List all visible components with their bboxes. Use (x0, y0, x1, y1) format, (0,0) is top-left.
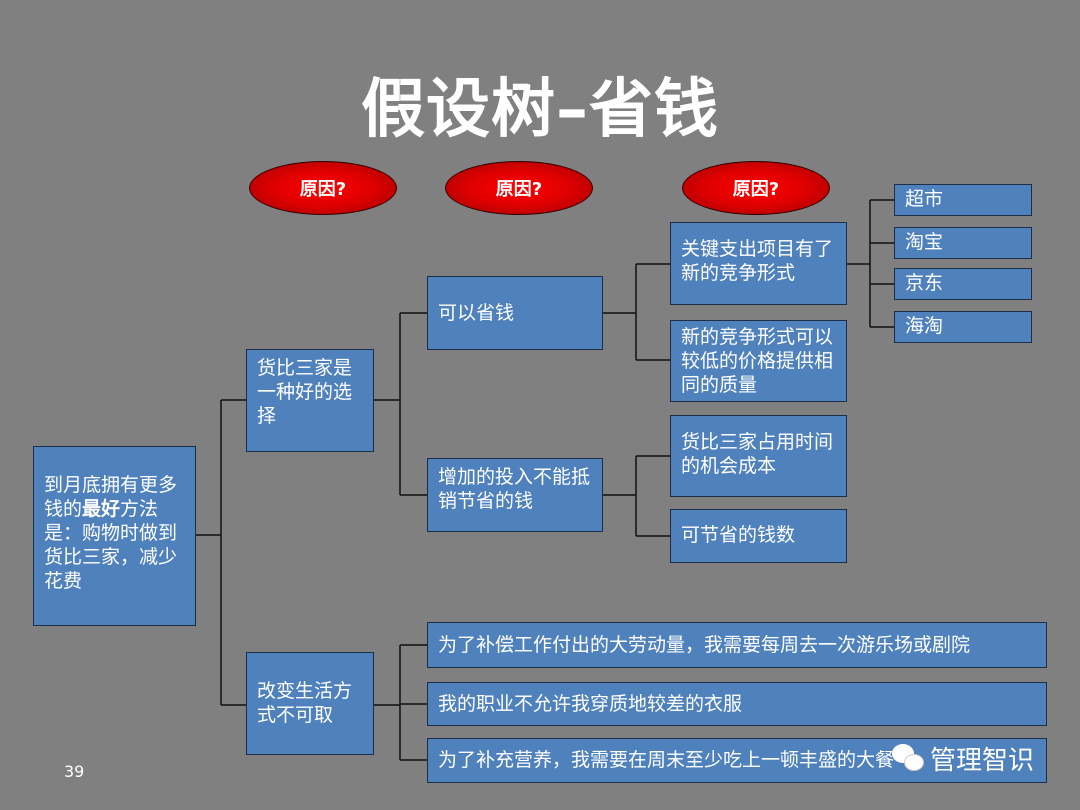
new-competition-box: 关键支出项目有了新的竞争形式 (670, 222, 847, 305)
watermark: 管理智识 (892, 740, 1034, 777)
root-text: 到月底拥有更多钱的 (44, 474, 178, 520)
reason-oval-3: 原因? (682, 161, 830, 215)
watermark-text: 管理智识 (930, 746, 1035, 776)
lifestyle-change-box: 改变生活方式不可取 (246, 652, 374, 755)
root-hypothesis-box: 到月底拥有更多钱的最好方法是：购物时做到货比三家，减少花费 (33, 446, 196, 626)
opportunity-cost-box: 货比三家占用时间的机会成本 (670, 415, 847, 497)
reason-oval-2: 原因? (445, 161, 593, 215)
lifestyle-reason-2: 我的职业不允许我穿质地较差的衣服 (427, 682, 1047, 726)
page-number: 39 (64, 762, 85, 781)
compare-prices-box: 货比三家是一种好的选择 (246, 349, 374, 452)
channel-jd: 京东 (894, 268, 1032, 300)
reason-oval-1: 原因? (249, 161, 397, 215)
can-save-box: 可以省钱 (427, 276, 603, 350)
lifestyle-reason-3: 为了补充营养，我需要在周末至少吃上一顿丰盛的大餐 (427, 738, 1047, 783)
channel-supermarket: 超市 (894, 184, 1032, 216)
extra-cost-box: 增加的投入不能抵销节省的钱 (427, 458, 603, 532)
lower-price-box: 新的竞争形式可以较低的价格提供相同的质量 (670, 320, 847, 402)
savings-amount-box: 可节省的钱数 (670, 509, 847, 563)
root-bold-text: 最好 (82, 498, 121, 520)
root-text-end: 方法是：购物时做到货比三家，减少花费 (44, 498, 178, 592)
slide-title: 假设树–省钱 (361, 73, 719, 147)
wechat-icon (892, 743, 926, 774)
channel-overseas: 海淘 (894, 311, 1032, 343)
lifestyle-reason-1: 为了补偿工作付出的大劳动量，我需要每周去一次游乐场或剧院 (427, 622, 1047, 668)
channel-taobao: 淘宝 (894, 227, 1032, 259)
